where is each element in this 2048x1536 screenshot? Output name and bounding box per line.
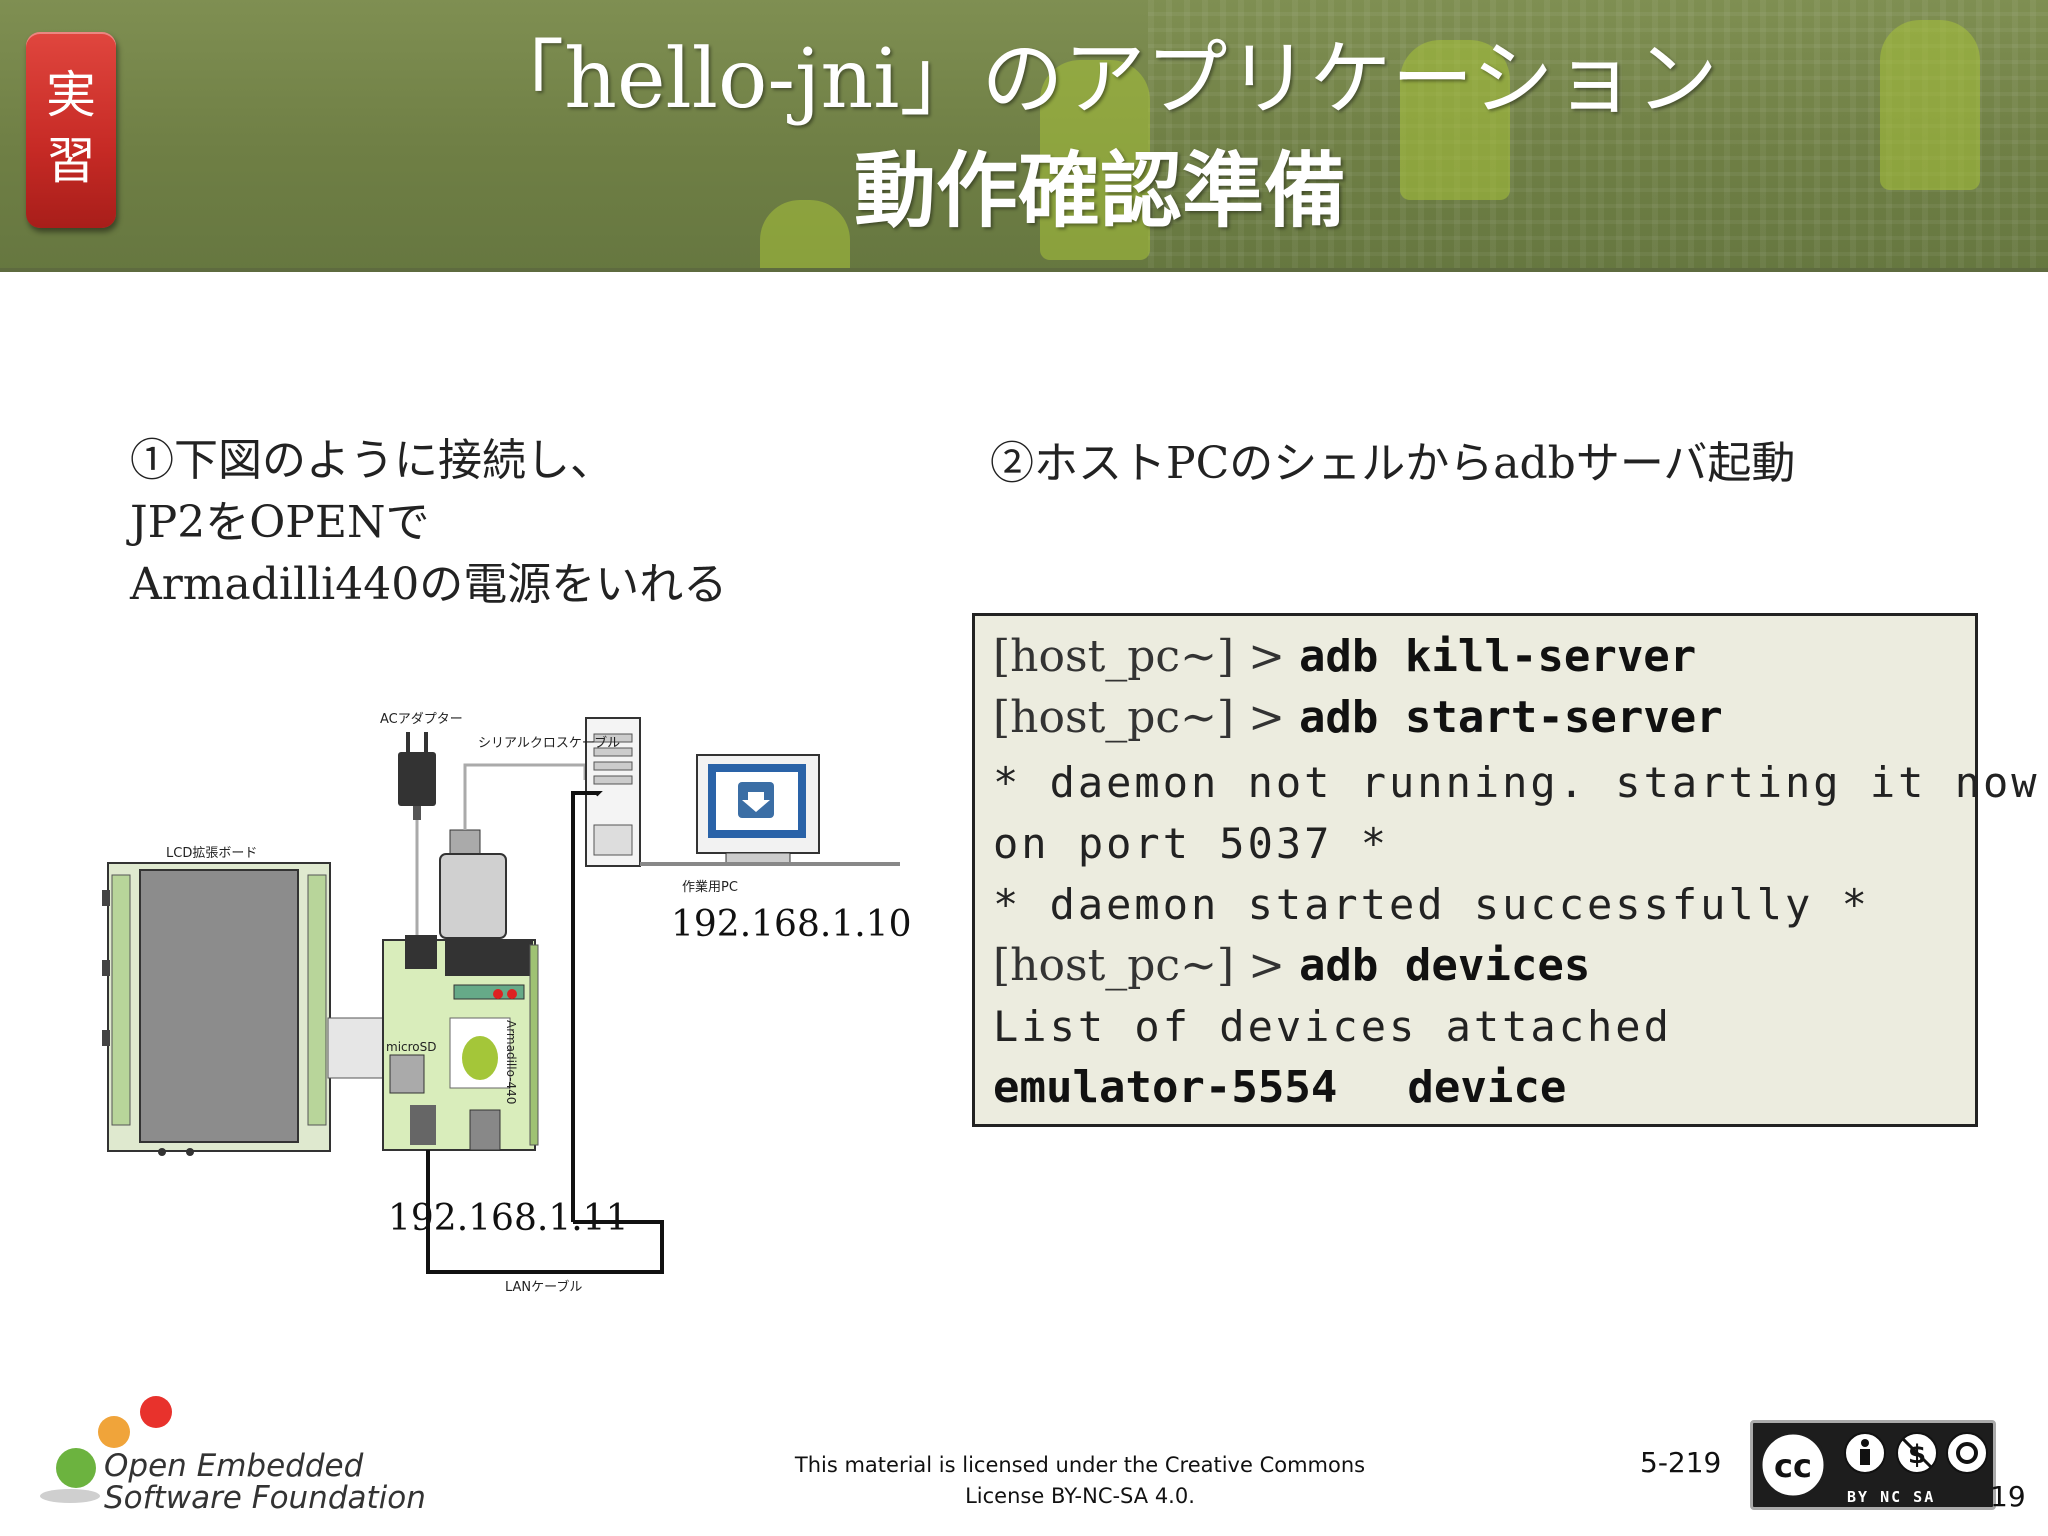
connection-diagram: ACアダプター シリアルクロスケーブル LCD拡張ボード 作業用PC micro… — [100, 700, 950, 1320]
step-1-instructions: ①下図のように接続し、 JP2をOPENで Armadilli440の電源をいれ… — [130, 430, 970, 616]
devices-list-header: List of devices attached — [993, 1002, 1672, 1051]
android-robot-decoration — [760, 200, 850, 272]
android-robot-decoration — [1880, 20, 1980, 190]
practice-badge: 実 習 — [26, 32, 116, 228]
terminal-line-msg3: * daemon started successfully * — [993, 874, 1957, 935]
slide-title-line-2: 動作確認準備 — [853, 144, 1346, 239]
serial-connector — [439, 763, 587, 939]
terminal-line-msg1: * daemon not running. starting it now — [993, 752, 2037, 813]
badge-char-1: 実 — [46, 66, 96, 124]
badge-char-2: 習 — [46, 132, 96, 190]
device-name: emulator-5554 — [993, 1062, 1338, 1113]
terminal-line-kill: [host_pc~] > adb kill-server — [993, 626, 1957, 687]
cc-icons: cc $ — [1756, 1426, 1990, 1504]
daemon-message-3: * daemon started successfully * — [993, 880, 1870, 929]
work-pc-monitor — [640, 754, 900, 866]
header-divider — [0, 268, 2048, 272]
pc-ip-address: 192.168.1.10 — [671, 904, 912, 945]
android-robot-decoration — [1400, 40, 1510, 200]
label-armadillo: Armadillo-440 — [504, 1020, 518, 1105]
ac-adapter — [398, 732, 436, 940]
slide-header — [0, 0, 2048, 272]
label-serial-cable: シリアルクロスケーブル — [478, 736, 621, 751]
oesf-line-2: Software Foundation — [104, 1480, 426, 1516]
page-number: 5-219 — [1640, 1446, 1722, 1479]
device-state: device — [1407, 1062, 1567, 1113]
command-start-server: adb start-server — [1298, 692, 1723, 743]
label-lcd-board: LCD拡張ボード — [166, 846, 258, 861]
cc-terms-label: BY NC SA — [1847, 1488, 1936, 1506]
step-1-line-3: Armadilli440の電源をいれる — [130, 559, 728, 610]
lcd-expansion-board — [102, 862, 331, 1156]
daemon-message-2: on port 5037 * — [993, 819, 1390, 868]
android-robot-decoration — [1040, 60, 1150, 260]
label-work-pc: 作業用PC — [682, 880, 738, 895]
page-number-partial: 19 — [1990, 1480, 2026, 1513]
terminal-output: [host_pc~] > adb kill-server [host_pc~] … — [972, 613, 2037, 1127]
cc-license-badge: cc $ — [1750, 1420, 1996, 1510]
step-2-heading: ②ホストPCのシェルからadbサーバ起動 — [990, 438, 1796, 489]
license-notice: This material is licensed under the Crea… — [770, 1450, 1390, 1512]
connection-diagram-graphic — [102, 717, 900, 1274]
slide-title-line-1: 「hello-jni」のアプリケーション — [482, 32, 1718, 127]
label-ac-adapter: ACアダプター — [380, 712, 463, 727]
cc-icon: cc — [1774, 1447, 1812, 1485]
command-kill-server: adb kill-server — [1298, 631, 1697, 682]
label-lan-cable: LANケーブル — [505, 1280, 583, 1295]
label-microsd: microSD — [386, 1040, 437, 1054]
command-devices: adb devices — [1298, 940, 1591, 991]
license-line-1: This material is licensed under the Crea… — [794, 1453, 1366, 1477]
daemon-message-1: * daemon not running. starting it now — [993, 758, 2040, 807]
step-1-line-1: ①下図のように接続し、 — [130, 435, 614, 486]
terminal-line-device: emulator-5554 device — [993, 1057, 1957, 1118]
license-line-2: License BY-NC-SA 4.0. — [965, 1484, 1195, 1508]
board-ip-address: 192.168.1.11 — [388, 1198, 629, 1239]
terminal-line-devices: [host_pc~] > adb devices — [993, 935, 1957, 996]
shell-prompt: [host_pc~] > — [993, 631, 1299, 682]
shell-prompt: [host_pc~] > — [993, 940, 1299, 991]
step-1-line-2: JP2をOPENで — [130, 497, 430, 548]
armadillo-board — [382, 935, 539, 1151]
terminal-line-list: List of devices attached — [993, 996, 1957, 1057]
oesf-wordmark: Open Embedded Software Foundation — [104, 1450, 426, 1514]
oesf-line-1: Open Embedded — [104, 1448, 364, 1484]
terminal-line-msg2: on port 5037 * — [993, 813, 1957, 874]
lan-cable — [426, 791, 664, 1274]
terminal-line-start: [host_pc~] > adb start-server — [993, 687, 1957, 748]
shell-prompt: [host_pc~] > — [993, 692, 1299, 743]
oesf-logo — [40, 1396, 172, 1503]
ribbon-cable — [327, 1017, 386, 1079]
